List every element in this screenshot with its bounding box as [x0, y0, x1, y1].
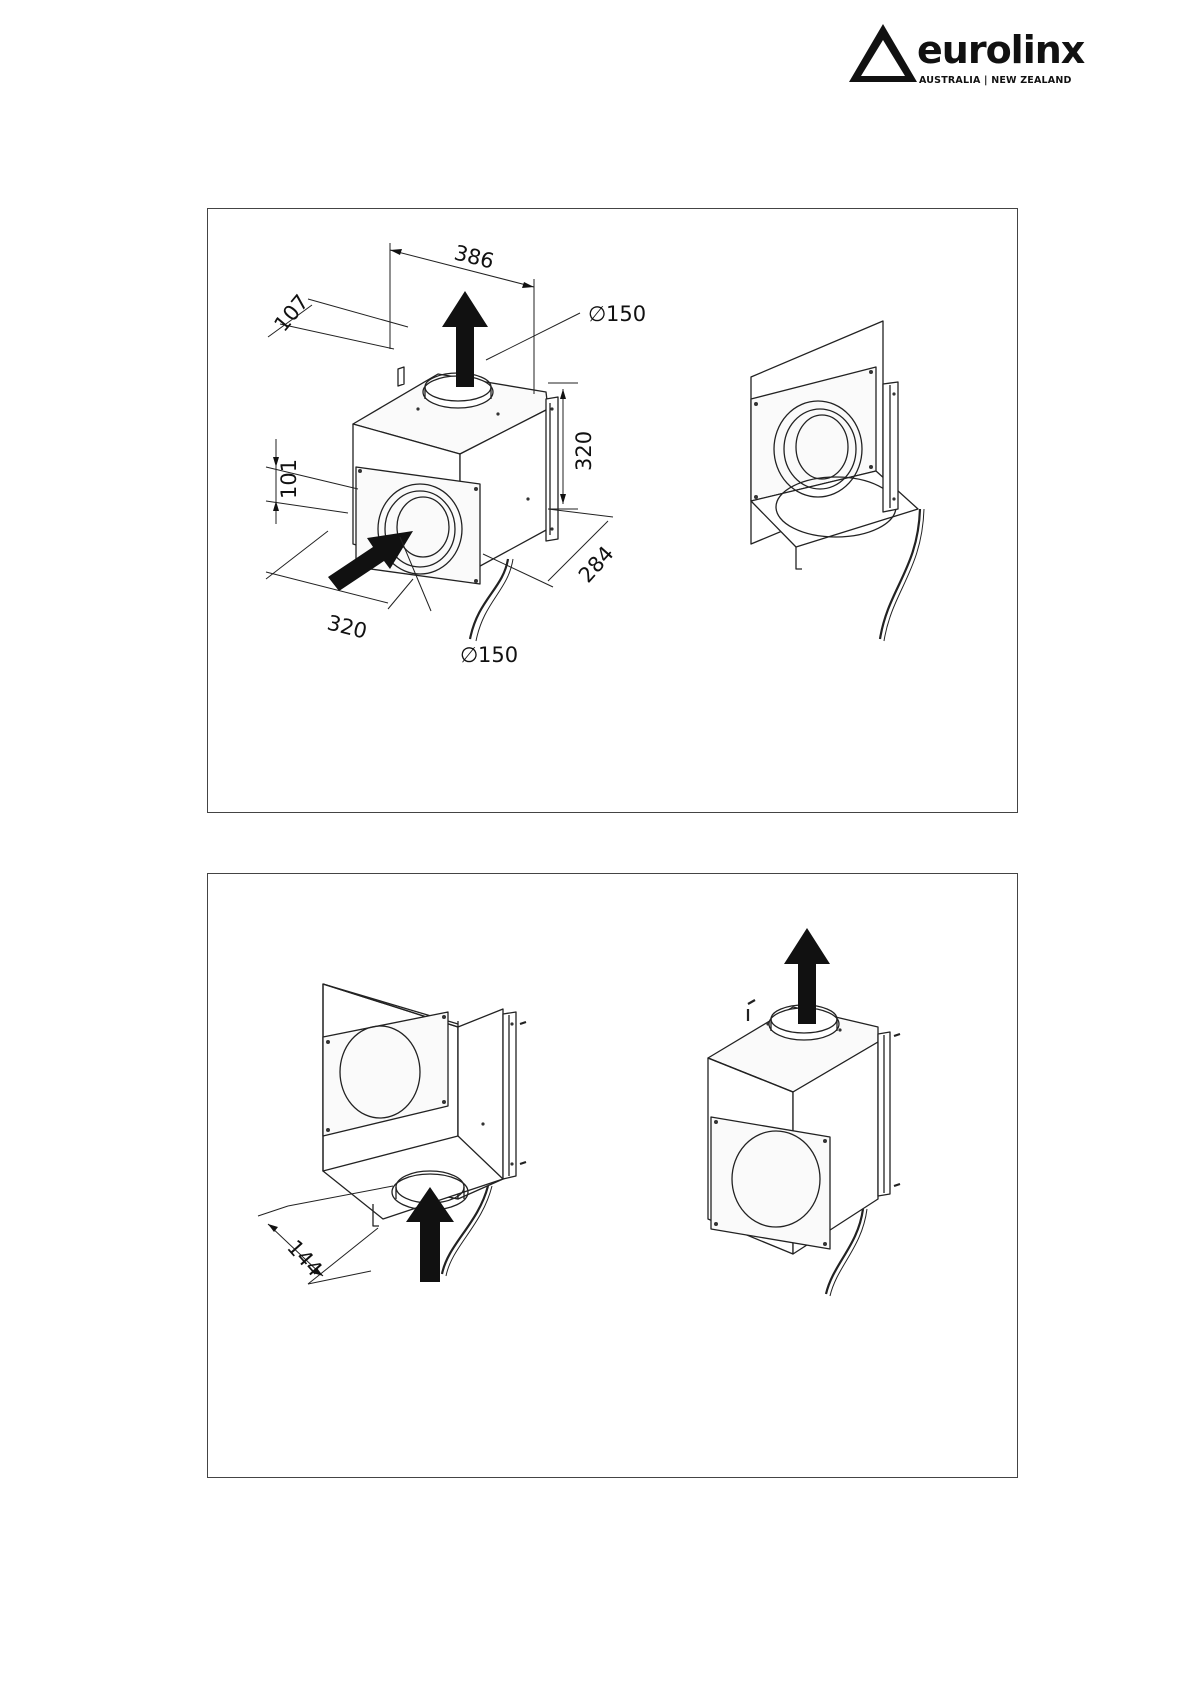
eurolinx-logo: eurolinx AUSTRALIA | NEW ZEALAND: [845, 20, 1105, 90]
dimension-320-height: 320: [572, 431, 596, 471]
dimension-101: 101: [277, 459, 301, 499]
dimension-diameter-symbol-top: ∅: [588, 302, 606, 326]
airflow-up-arrow: [442, 291, 488, 387]
dimension-107: 107: [269, 290, 313, 336]
diagram-panel-top: 386 107 ∅ 150 320 101 284 320 ∅ 150: [207, 208, 1018, 813]
fan-box-right-view: [751, 321, 924, 641]
dimension-150-top: 150: [606, 302, 646, 326]
fan-box-diagram-bottom: 144: [208, 874, 1019, 1479]
fan-box-bottom-right-view: [708, 1000, 900, 1296]
dimension-150-bottom: 150: [478, 643, 518, 667]
fan-box-left-view: [353, 367, 558, 641]
triangle-logo-icon: [845, 20, 925, 90]
diagram-panel-bottom: 144: [207, 873, 1018, 1478]
dimension-386: 386: [452, 241, 497, 274]
dimension-320-width: 320: [325, 611, 370, 644]
brand-name: eurolinx: [917, 28, 1084, 72]
brand-tagline: AUSTRALIA | NEW ZEALAND: [919, 75, 1072, 86]
fan-box-diagram-top: 386 107 ∅ 150 320 101 284 320 ∅ 150: [208, 209, 1019, 814]
dimension-diameter-symbol-bottom: ∅: [460, 643, 478, 667]
